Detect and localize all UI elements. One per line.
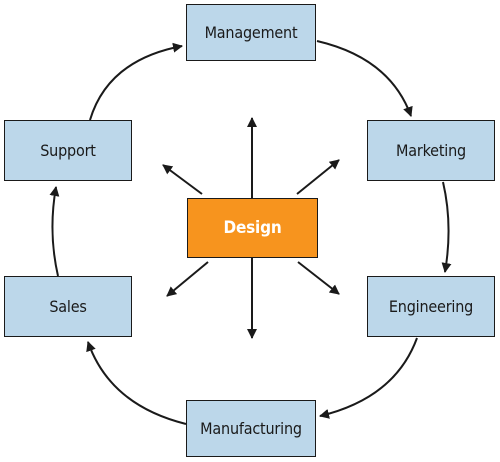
radial-arrow-down-right — [297, 261, 340, 295]
node-support: Support — [4, 120, 132, 181]
radial-arrow-up-left — [162, 164, 203, 195]
arrow-engineering-to-manufacturing — [319, 337, 418, 419]
radial-arrow-up-right — [296, 159, 340, 195]
node-management-label: Management — [204, 23, 298, 42]
arrow-manufacturing-to-sales — [86, 341, 187, 425]
node-manufacturing: Manufacturing — [186, 400, 316, 457]
node-sales: Sales — [4, 276, 132, 337]
node-engineering-label: Engineering — [388, 297, 474, 316]
arrow-management-to-marketing — [316, 40, 413, 117]
node-marketing: Marketing — [367, 120, 495, 181]
node-design-label: Design — [223, 218, 282, 238]
node-management: Management — [186, 4, 316, 61]
node-design: Design — [187, 198, 318, 258]
arrow-support-to-management — [89, 42, 183, 121]
arrow-sales-to-support — [49, 186, 60, 277]
node-marketing-label: Marketing — [396, 141, 466, 160]
node-engineering: Engineering — [367, 276, 495, 337]
arrow-marketing-to-engineering — [441, 181, 452, 273]
radial-arrow-down-left — [166, 261, 209, 297]
node-sales-label: Sales — [49, 297, 87, 316]
node-manufacturing-label: Manufacturing — [200, 419, 302, 438]
node-support-label: Support — [40, 141, 96, 160]
